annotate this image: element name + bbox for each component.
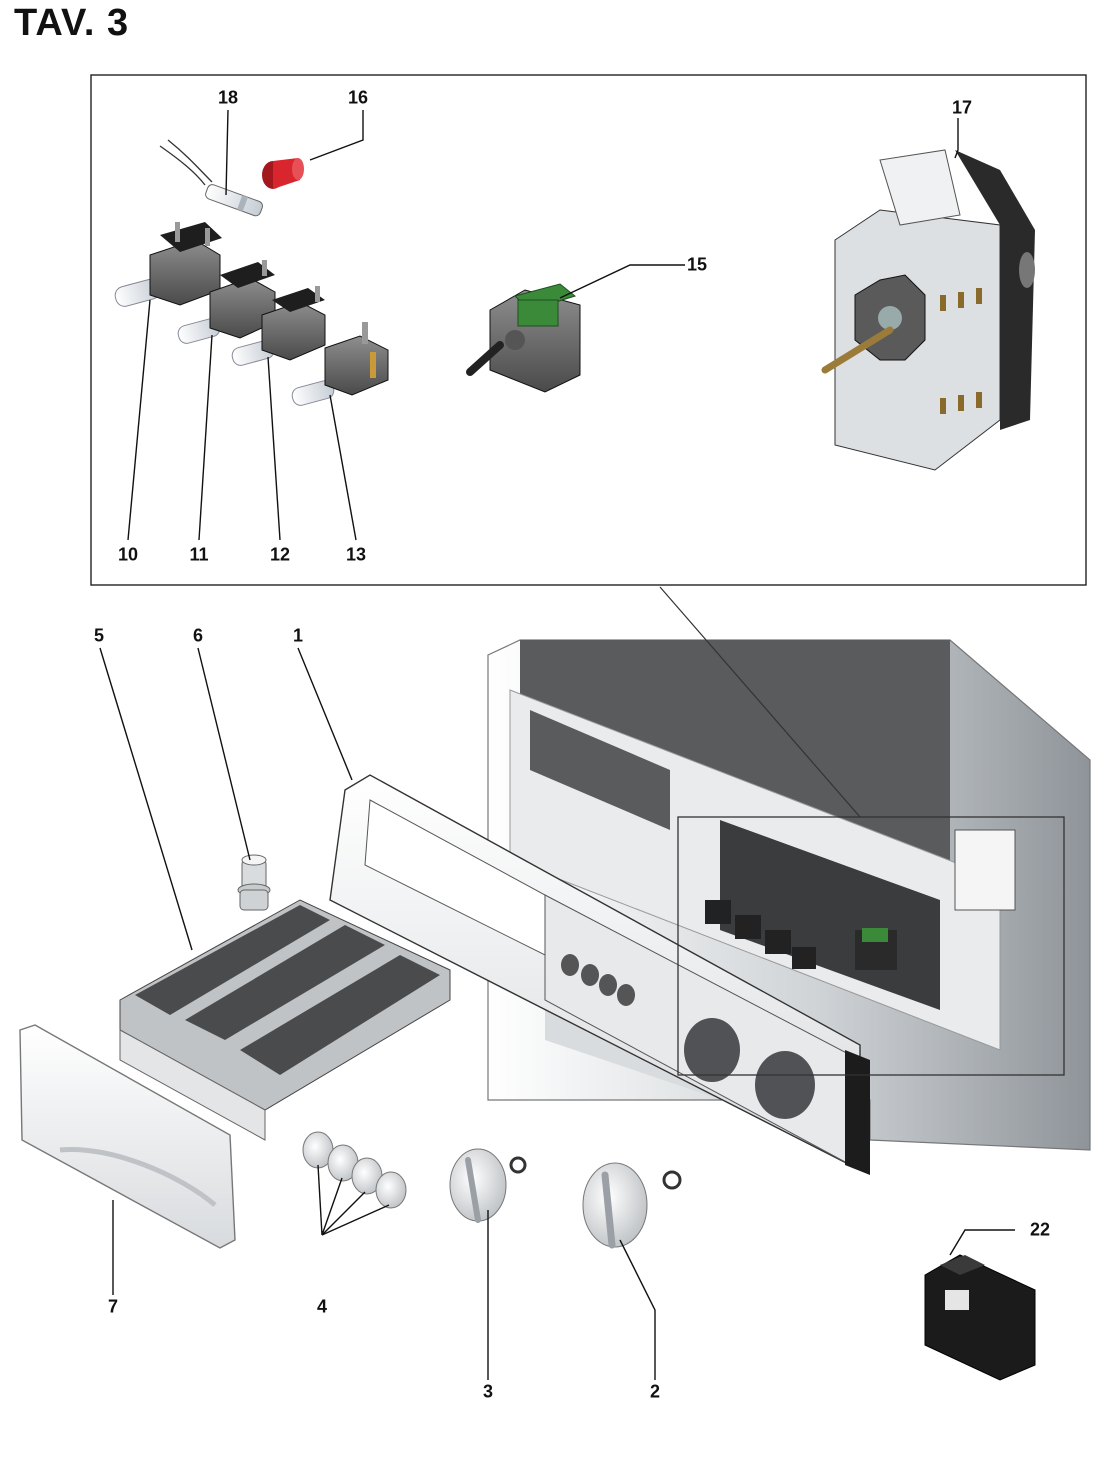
callout-11: 11	[189, 544, 209, 565]
part-6-small-cap	[237, 854, 271, 911]
part-13-switch	[291, 322, 389, 406]
detail-connector-line	[659, 586, 861, 818]
callout-12: 12	[269, 544, 291, 565]
installed-switches	[705, 900, 897, 970]
callout-7: 7	[107, 1296, 119, 1317]
part-16-red-indicator-cap	[262, 158, 304, 189]
part-2-large-knob	[582, 1162, 682, 1249]
detail-inset-frame	[90, 74, 1087, 586]
callout-16: 16	[347, 87, 369, 108]
part-12-switch	[231, 286, 326, 366]
page-title: TAV. 3	[14, 2, 130, 44]
callout-6: 6	[192, 625, 204, 646]
callout-2: 2	[649, 1381, 661, 1402]
part-5-detergent-drawer	[119, 899, 451, 1141]
part-3-small-knob	[449, 1148, 527, 1223]
part-15-rotary-selector	[466, 283, 581, 393]
callout-13: 13	[345, 544, 367, 565]
callout-10: 10	[117, 544, 139, 565]
part-22-black-component	[924, 1254, 1036, 1381]
callout-17: 17	[951, 97, 973, 118]
part-4-push-buttons	[302, 1131, 407, 1209]
part-17-programme-timer	[821, 149, 1035, 471]
callout-15: 15	[686, 254, 708, 275]
detail-zoom-frame	[677, 816, 1065, 1076]
part-10-switch	[114, 222, 222, 307]
part-7-drawer-front	[19, 1024, 236, 1249]
part-1-control-panel	[329, 774, 870, 1175]
leader-lines	[99, 109, 1015, 1380]
callout-18: 18	[217, 87, 239, 108]
part-18-indicator-lamp	[159, 139, 263, 217]
callout-1: 1	[292, 625, 304, 646]
callout-22: 22	[1029, 1219, 1051, 1240]
part-11-switch	[177, 260, 276, 344]
callout-3: 3	[482, 1381, 494, 1402]
callout-5: 5	[93, 625, 105, 646]
callout-4: 4	[316, 1296, 328, 1317]
